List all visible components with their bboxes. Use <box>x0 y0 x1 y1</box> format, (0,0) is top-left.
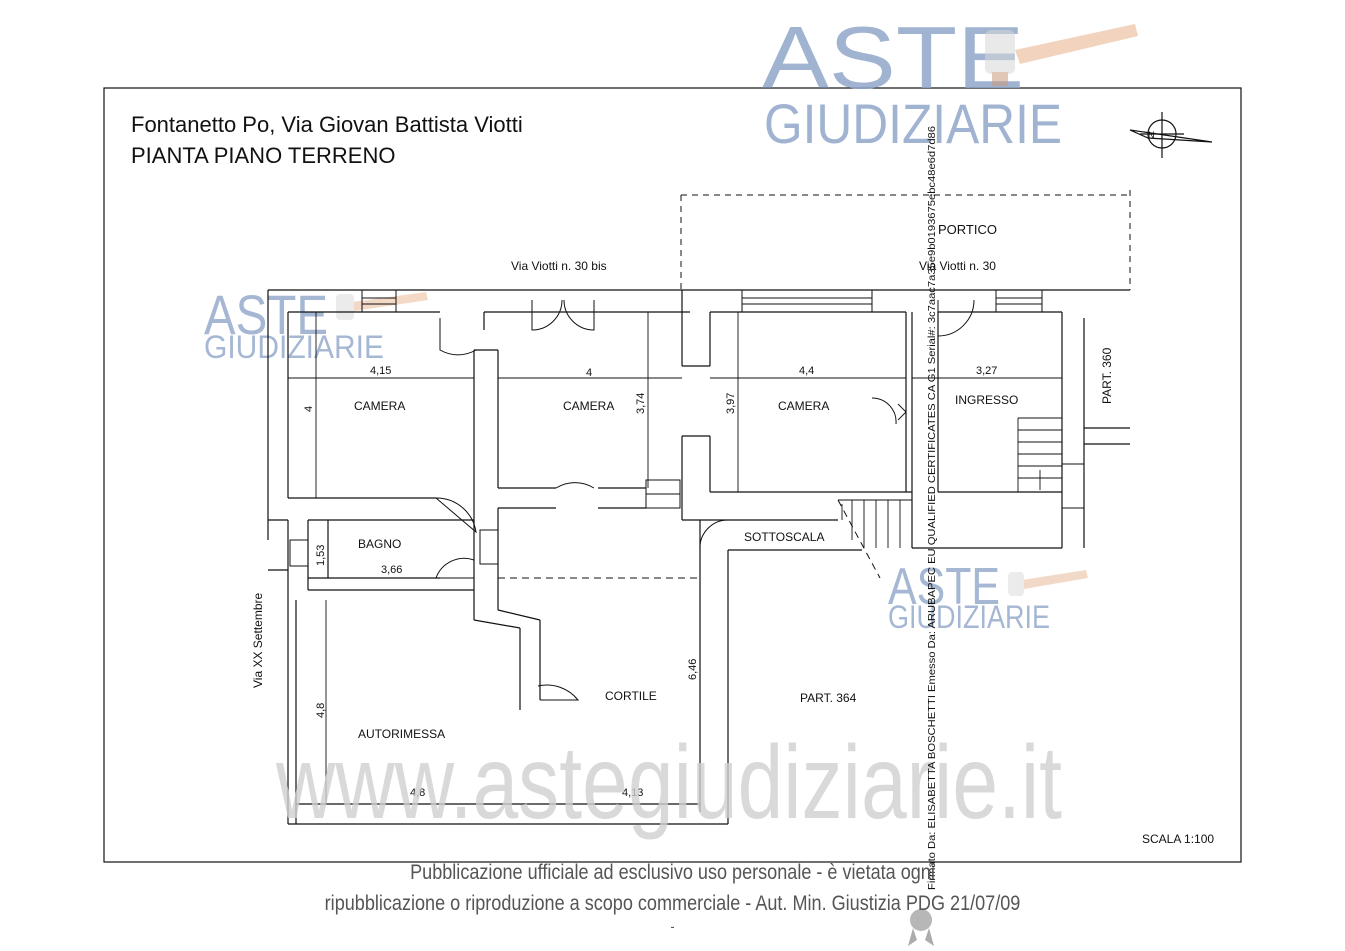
watermark-logo-right: ASTE GIUDIZIARIE <box>888 558 1088 635</box>
dim-bagno-depth: 1,53 <box>315 545 327 566</box>
watermark-brand-line1: ASTE <box>204 283 328 346</box>
gavel-icon <box>985 24 1138 86</box>
watermark-brand-line2: GIUDIZIARIE <box>888 599 1050 635</box>
staircase <box>838 403 1062 548</box>
watermark-logo-top: ASTE GIUDIZIARIE <box>762 8 1138 155</box>
watermark-brand-line2: GIUDIZIARIE <box>204 329 384 365</box>
watermark-logo-left: ASTE GIUDIZIARIE <box>204 283 428 365</box>
room-camera-2: CAMERA <box>563 399 614 413</box>
parcel-360: PART. 360 <box>1100 347 1114 404</box>
room-bagno: BAGNO <box>358 537 401 551</box>
north-arrow-icon: N <box>1129 112 1213 158</box>
dim-bagno-width: 3,66 <box>381 564 402 576</box>
dim-camera1-depth: 4 <box>303 406 315 412</box>
dim-camera3-width: 4,4 <box>799 365 814 377</box>
street-via-viotti-30bis: Via Viotti n. 30 bis <box>511 259 607 273</box>
dim-autorimessa-width: 4,8 <box>410 787 425 799</box>
room-sottoscala: SOTTOSCALA <box>744 530 824 544</box>
dim-camera3-depth: 3,97 <box>725 393 737 414</box>
notice-mark: - <box>670 918 675 934</box>
portico-outline <box>680 190 1131 290</box>
scale-label: SCALA 1:100 <box>1142 832 1214 846</box>
room-camera-1: CAMERA <box>354 399 405 413</box>
digital-signature: Firmato Da: ELISABETTA BOSCHETTI Emesso … <box>927 126 938 890</box>
watermark-brand-line1: ASTE <box>888 558 1000 616</box>
watermark-brand-line2: GIUDIZIARIE <box>764 92 1062 155</box>
dashed-diagonal <box>837 499 881 579</box>
drawing-frame <box>103 87 1242 863</box>
notice-line2: ripubblicazione o riproduzione a scopo c… <box>324 892 1021 915</box>
dim-cortile-depth: 6,46 <box>687 659 699 680</box>
gavel-icon <box>336 292 428 320</box>
gavel-icon <box>1008 570 1088 596</box>
dimension-lines <box>288 312 1062 805</box>
windows <box>289 289 1085 567</box>
plan-title: Fontanetto Po, Via Giovan Battista Viott… <box>131 112 523 137</box>
dim-ingresso-width: 3,27 <box>976 365 997 377</box>
dim-camera2-depth: 3,74 <box>635 393 647 414</box>
dim-cortile-width: 4,13 <box>622 787 643 799</box>
svg-text:N: N <box>1148 130 1155 140</box>
watermark-brand-line1: ASTE <box>762 8 1024 107</box>
area-cortile: CORTILE <box>605 689 657 703</box>
notice-line1: Pubblicazione ufficiale ad esclusivo uso… <box>410 861 935 884</box>
doors <box>435 299 975 701</box>
dim-autorimessa-depth: 4,8 <box>315 703 327 718</box>
dim-camera2-width: 4 <box>586 367 592 379</box>
portico-label: PORTICO <box>938 222 997 237</box>
ribbon-seal-icon <box>908 909 934 946</box>
dim-camera1-width: 4,15 <box>370 365 391 377</box>
street-via-viotti-30: Via Viotti n. 30 <box>919 259 996 273</box>
parcel-364: PART. 364 <box>800 691 857 705</box>
street-via-xx-settembre: Via XX Settembre <box>251 593 265 688</box>
plan-subtitle: PIANTA PIANO TERRENO <box>131 143 395 168</box>
room-ingresso: INGRESSO <box>955 393 1018 407</box>
watermark-website: www.astegiudiziarie.it <box>275 725 1062 841</box>
room-autorimessa: AUTORIMESSA <box>358 727 445 741</box>
room-camera-3: CAMERA <box>778 399 829 413</box>
